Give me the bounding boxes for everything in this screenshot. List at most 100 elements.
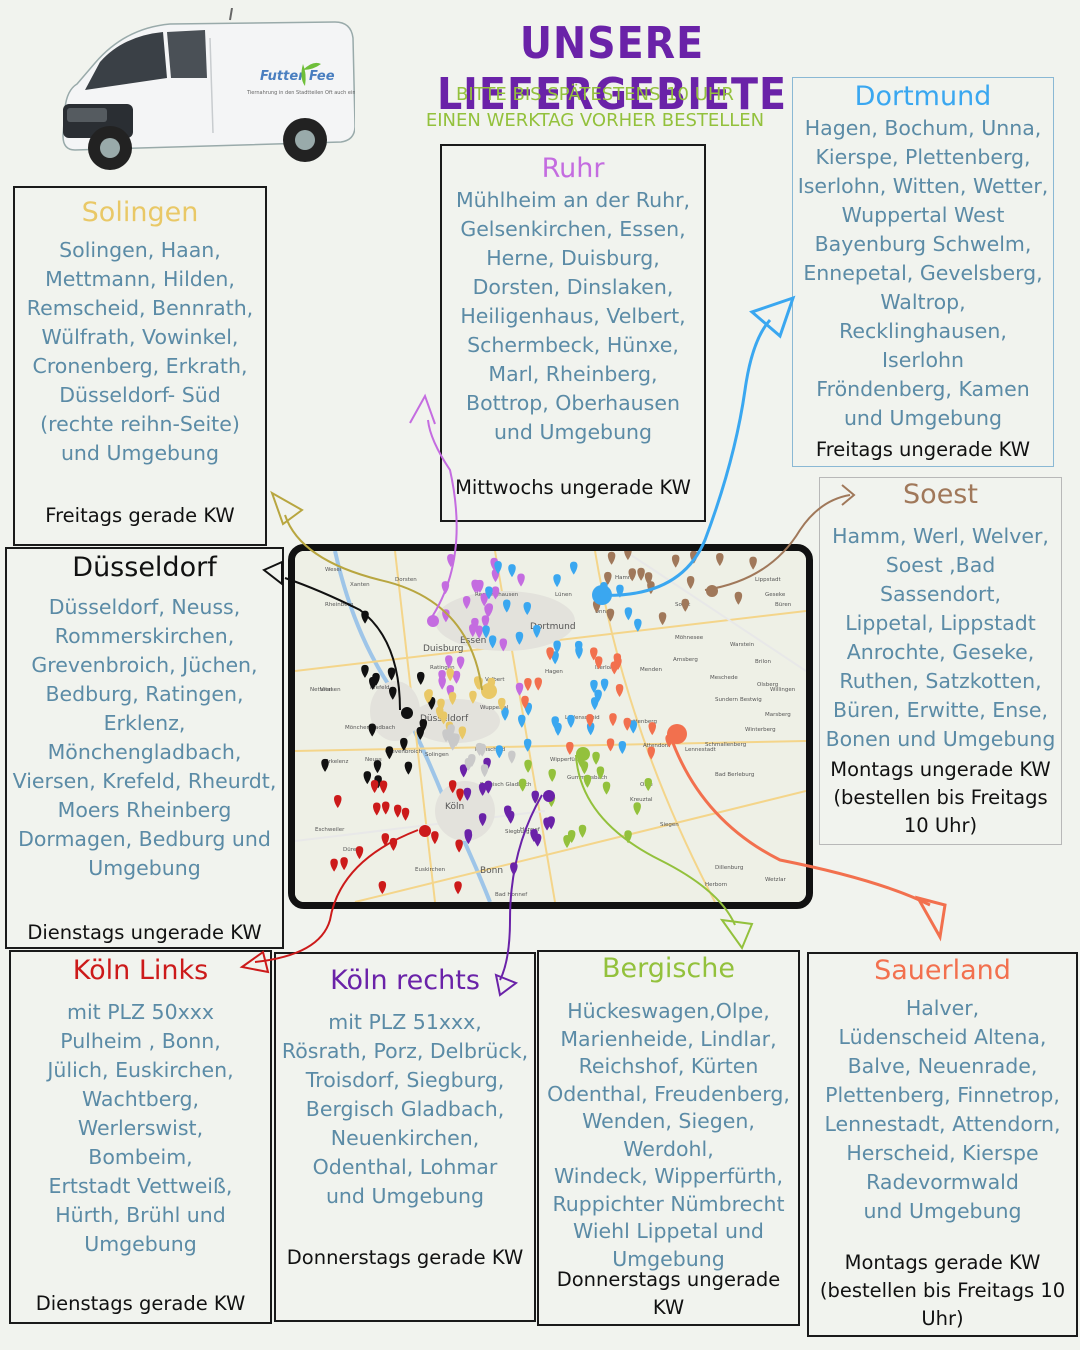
- map-place-label: Rheinberg: [325, 602, 353, 608]
- map-pin-dortmund: [553, 574, 561, 588]
- map-pin-dortmund: [494, 560, 502, 574]
- map-pin-bergische: [548, 768, 556, 782]
- region-schedule: Dienstags gerade KW: [35, 1292, 246, 1315]
- map-pin-dortmund: [503, 599, 511, 613]
- arrowhead-dortmund: [749, 295, 796, 339]
- map-pin-bergische: [563, 834, 571, 848]
- map-pin-bergische: [524, 759, 532, 773]
- map-pin-solingen: [424, 690, 432, 704]
- map-hub-ruhr: [427, 615, 439, 627]
- region-places: Hamm, Werl, Welver, Soest ,Bad Sassendor…: [825, 524, 1056, 751]
- map-place-label: Lünen: [555, 592, 572, 598]
- region-title: Köln Links: [72, 955, 209, 986]
- map-pin-koeln_links: [454, 881, 462, 895]
- region-places: Düsseldorf, Neuss, Rommerskirchen, Greve…: [12, 595, 277, 880]
- map-place-label: Grevenbroich: [385, 749, 422, 755]
- map-place-label: Siegen: [660, 822, 679, 828]
- map-pin-koeln_links: [401, 807, 410, 821]
- map-pin-sauerland: [524, 677, 532, 691]
- region-title: Solingen: [81, 197, 199, 228]
- region-schedule: Donnerstags ungerade KW: [556, 1268, 781, 1319]
- map-place-label: Dillenburg: [715, 865, 743, 871]
- map-pin-dortmund: [482, 625, 490, 639]
- region-title: Sauerland: [874, 955, 1011, 986]
- map-pin-other: [508, 750, 516, 764]
- map-pin-solingen: [458, 726, 467, 740]
- map-place-label: Wesel: [325, 567, 342, 573]
- map-place-label: Lippstadt: [755, 577, 781, 583]
- map-pin-dortmund: [523, 738, 532, 752]
- map-canvas: XantenDuisburgEssenDortmundRecklinghause…: [295, 551, 806, 902]
- map-place-label: Lüdenscheid: [565, 715, 600, 721]
- map-place-label: Möhnesee: [675, 635, 704, 641]
- map-pin-dortmund: [600, 678, 609, 692]
- map-pin-dortmund: [629, 720, 638, 734]
- map-place-label: Dortmund: [530, 622, 576, 632]
- map-place-label: Sundern: [715, 697, 739, 703]
- map-pin-bergische: [518, 778, 527, 792]
- map-pin-koeln_links: [455, 839, 463, 853]
- page-title: UNSERE LIEFERGEBIETE: [436, 18, 788, 120]
- map-place-label: Eschweiler: [315, 827, 345, 833]
- region-card-sauerland: Sauerland Halver, Lüdenscheid Altena, Ba…: [807, 952, 1078, 1337]
- map-pin-dortmund: [488, 635, 497, 649]
- map-pin-other: [448, 737, 457, 751]
- svg-text:Fee: Fee: [309, 69, 335, 84]
- region-schedule: Freitags ungerade KW: [815, 438, 1031, 461]
- region-title: Bergische: [601, 953, 736, 984]
- map-pin-sauerland: [590, 647, 598, 661]
- map-place-label: Duisburg: [423, 644, 464, 654]
- map-pin-sauerland: [586, 714, 594, 728]
- delivery-area-map: XantenDuisburgEssenDortmundRecklinghause…: [288, 544, 813, 909]
- map-pin-dortmund: [569, 561, 578, 575]
- map-pin-dortmund: [586, 722, 595, 736]
- map-place-label: Brilon: [755, 659, 771, 665]
- map-pin-sauerland: [609, 713, 617, 727]
- map-pin-solingen: [439, 711, 448, 725]
- region-schedule: Montags gerade KW (bestellen bis Freitag…: [819, 1251, 1066, 1330]
- map-pin-duesseldorf: [400, 737, 408, 751]
- map-place-label: Köln: [445, 802, 464, 812]
- map-place-label: Bad Honnef: [495, 892, 528, 898]
- map-hub-koeln_rechts: [543, 790, 555, 802]
- map-place-label: Plettenberg: [625, 719, 657, 725]
- map-pin-sauerland: [534, 677, 542, 691]
- map-place-label: Bestwig: [740, 697, 762, 703]
- map-pin-sauerland: [615, 684, 624, 698]
- arrowhead-solingen: [270, 490, 304, 526]
- map-hub-duesseldorf: [401, 707, 413, 719]
- map-pin-koeln_rechts: [463, 787, 472, 801]
- arrowhead-ruhr: [409, 393, 436, 425]
- map-pin-dortmund: [575, 646, 583, 660]
- arrowhead-bergische: [719, 918, 754, 951]
- map-hub-sauerland: [667, 724, 687, 744]
- map-place-label: Dorsten: [395, 577, 417, 583]
- map-pin-ruhr: [517, 573, 525, 587]
- region-card-soest: Soest Hamm, Werl, Welver, Soest ,Bad Sas…: [819, 477, 1062, 845]
- map-pin-sauerland: [610, 661, 619, 675]
- map-pin-koeln_links: [379, 780, 388, 794]
- map-pin-duesseldorf: [373, 760, 382, 774]
- map-place-label: Willingen: [770, 687, 796, 693]
- region-places: Hagen, Bochum, Unna, Kierspe, Plettenber…: [797, 116, 1049, 430]
- map-pin-dortmund: [523, 601, 531, 615]
- map-hub-koeln_links: [419, 825, 431, 837]
- region-card-koeln-rechts: Köln rechts mit PLZ 51xxx, Rösrath, Porz…: [274, 952, 536, 1322]
- region-title: Ruhr: [541, 153, 605, 184]
- map-hub-bergische: [576, 747, 590, 761]
- map-pin-koeln_links: [381, 801, 390, 815]
- map-pin-koeln_rechts: [484, 780, 493, 794]
- map-pin-dortmund: [501, 707, 509, 721]
- region-card-bergische: Bergische Hückeswagen,Olpe, Marienheide,…: [537, 950, 800, 1326]
- map-place-label: Unna: [595, 609, 609, 615]
- map-pin-dortmund: [634, 618, 642, 632]
- map-pin-dortmund: [551, 651, 559, 665]
- map-pin-soest: [658, 612, 667, 626]
- region-title: Köln rechts: [330, 965, 480, 996]
- region-card-dortmund: Dortmund Hagen, Bochum, Unna, Kierspe, P…: [792, 77, 1054, 467]
- futterfee-logo: Futter Fee Tiernahrung in den Stadtteile…: [246, 62, 355, 96]
- map-pin-other: [468, 753, 476, 767]
- map-place-label: Lennestadt: [685, 747, 717, 753]
- map-pin-sauerland: [566, 741, 574, 755]
- map-pin-koeln_links: [456, 788, 464, 802]
